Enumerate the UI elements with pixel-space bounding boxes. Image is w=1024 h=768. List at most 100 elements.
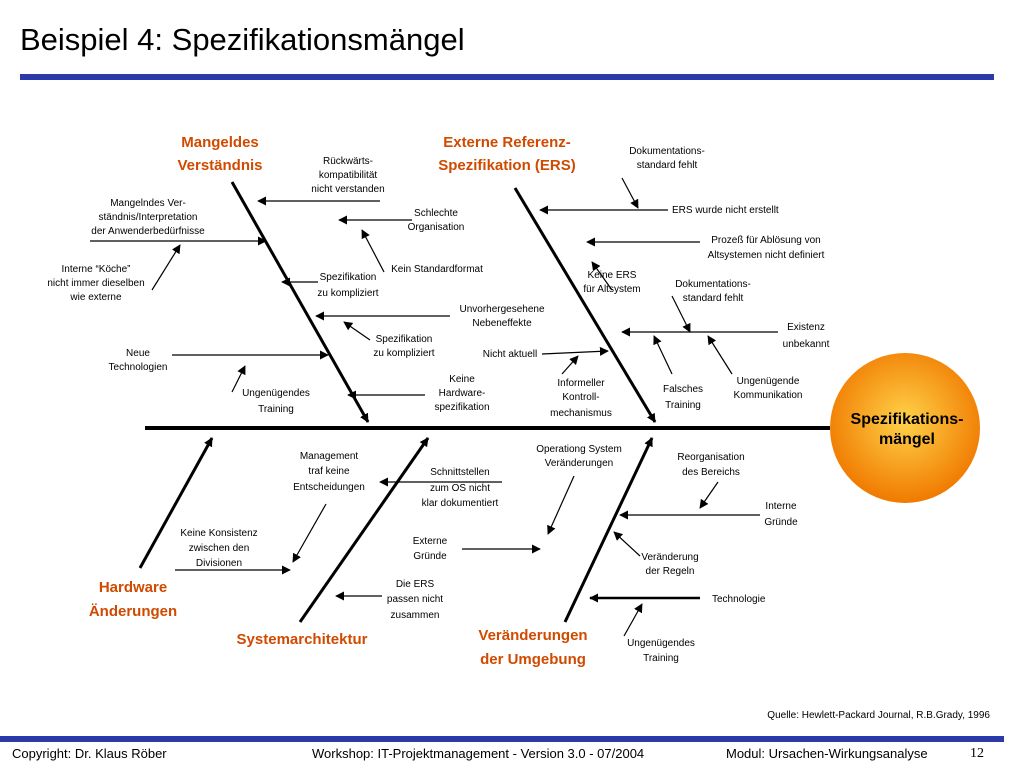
effect-line2: mängel [879, 431, 935, 448]
footer-rule [0, 736, 1004, 742]
cause-c19-3: mechanismus [550, 408, 612, 419]
cause-c24-1: Schnittstellen [430, 467, 489, 478]
cause-c29-2: Gründe [764, 517, 798, 528]
cause-c16-2: standard fehlt [683, 293, 744, 304]
effect-circle [830, 353, 980, 503]
cat-mangeldes-1: Mangeldes [181, 134, 259, 151]
cause-c26-1: Die ERS [396, 579, 435, 590]
arrow-c20 [653, 335, 673, 375]
cause-c12-2: standard fehlt [637, 160, 698, 171]
cause-c8-1: Spezifikation [376, 334, 433, 345]
cat-ers-1: Externe Referenz- [443, 134, 571, 151]
arrow-c28 [699, 481, 719, 509]
cause-c10-2: Training [258, 404, 294, 415]
arrow-c10 [231, 365, 246, 393]
cause-c20-1: Falsches [663, 384, 703, 395]
footer-copyright: Copyright: Dr. Klaus Röber [12, 746, 167, 761]
cause-c22-2: traf keine [308, 466, 350, 477]
cause-c25-1: Externe [413, 536, 448, 547]
cause-c1-2: kompatibilität [319, 170, 378, 181]
cause-c12-1: Dokumentations- [629, 146, 705, 157]
cause-c19-2: Kontroll- [562, 392, 599, 403]
cat-system: Systemarchitektur [237, 631, 368, 648]
cat-umgebung-1: Veränderungen [478, 627, 587, 644]
cause-c24-3: klar dokumentiert [422, 498, 499, 509]
cause-c3-2: Organisation [408, 222, 465, 233]
cause-c23-3: Divisionen [196, 558, 242, 569]
arrow-c18 [541, 346, 609, 356]
cause-c11-1: Keine [449, 374, 475, 385]
arrow-c12 [621, 177, 639, 209]
cause-c23-2: zwischen den [189, 543, 250, 554]
cause-c27-1: Operationg System [536, 444, 622, 455]
arrow-c5 [361, 229, 385, 273]
cause-c31-1: Technologie [712, 594, 766, 605]
cause-c23-1: Keine Konsistenz [180, 528, 257, 539]
cause-c5-1: Kein Standardformat [391, 264, 483, 275]
cause-c7-2: Nebeneffekte [472, 318, 532, 329]
cause-c13-1: ERS wurde nicht erstellt [672, 205, 779, 216]
cause-c2-3: der Anwenderbedürfnisse [91, 226, 205, 237]
cause-c25-2: Gründe [413, 551, 447, 562]
arrow-c16 [671, 295, 691, 333]
cause-c14-1: Prozeß für Ablösung von [711, 235, 821, 246]
cause-c1-3: nicht verstanden [311, 184, 384, 195]
cause-c28-2: des Bereichs [682, 467, 740, 478]
cause-c30-1: Veränderung [641, 552, 698, 563]
cause-c21-2: Kommunikation [734, 390, 803, 401]
cause-c15-2: für Altsystem [583, 284, 640, 295]
cause-c26-3: zusammen [391, 610, 440, 621]
cause-c17-2: unbekannt [783, 339, 830, 350]
cause-c27-2: Veränderungen [545, 458, 613, 469]
cause-c22-1: Management [300, 451, 359, 462]
cause-c19-1: Informeller [557, 378, 605, 389]
cause-c15-1: Keine ERS [588, 270, 637, 281]
footer-workshop: Workshop: IT-Projektmanagement - Version… [312, 746, 645, 761]
cause-c17-1: Existenz [787, 322, 825, 333]
cause-c2-2: ständnis/Interpretation [99, 212, 198, 223]
arrow-c22 [292, 503, 327, 563]
cause-c28-1: Reorganisation [677, 452, 744, 463]
arrow-c8 [343, 321, 371, 341]
cat-mangeldes-2: Verständnis [177, 157, 262, 174]
cause-c11-3: spezifikation [434, 402, 489, 413]
page-title: Beispiel 4: Spezifikationsmängel [20, 22, 465, 57]
cause-c4-3: wie externe [69, 292, 122, 303]
cause-c4-1: Interne “Köche” [62, 264, 131, 275]
cause-c6-1: Spezifikation [320, 272, 377, 283]
cause-c9-2: Technologien [109, 362, 168, 373]
cause-c21-1: Ungenügende [737, 376, 800, 387]
bone-mangeldes [230, 181, 370, 423]
cause-c11-2: Hardware- [439, 388, 486, 399]
bone-umgebung [563, 437, 654, 623]
cause-c30-2: der Regeln [646, 566, 695, 577]
arrow-c4 [151, 244, 181, 291]
cause-c2-1: Mangelndes Ver- [110, 198, 186, 209]
arrow-c30 [613, 531, 641, 557]
cause-c29-1: Interne [765, 501, 797, 512]
source-note: Quelle: Hewlett-Packard Journal, R.B.Gra… [767, 710, 990, 721]
bone-hardware [138, 437, 214, 569]
bone-ers [513, 187, 657, 423]
arrow-c19 [561, 355, 579, 375]
cause-c4-2: nicht immer dieselben [47, 278, 144, 289]
arrow-c21 [707, 335, 733, 375]
cause-c3-1: Schlechte [414, 208, 458, 219]
cat-ers-2: Spezifikation (ERS) [438, 157, 576, 174]
cause-c6-2: zu kompliziert [317, 288, 378, 299]
cause-c26-2: passen nicht [387, 594, 443, 605]
title-rule [20, 74, 994, 80]
cause-c7-1: Unvorhergesehene [459, 304, 544, 315]
cause-c9-1: Neue [126, 348, 150, 359]
arrow-c32 [623, 603, 643, 637]
cat-hardware-1: Hardware [99, 579, 167, 596]
effect-line1: Spezifikations- [851, 411, 964, 428]
footer-modul: Modul: Ursachen-Wirkungsanalyse [726, 746, 928, 761]
cat-umgebung-2: der Umgebung [480, 651, 586, 668]
cause-c8-2: zu kompliziert [373, 348, 434, 359]
cat-hardware-2: Änderungen [89, 603, 177, 620]
cause-c16-1: Dokumentations- [675, 279, 751, 290]
cause-c22-3: Entscheidungen [293, 482, 365, 493]
page-number: 12 [970, 746, 984, 761]
